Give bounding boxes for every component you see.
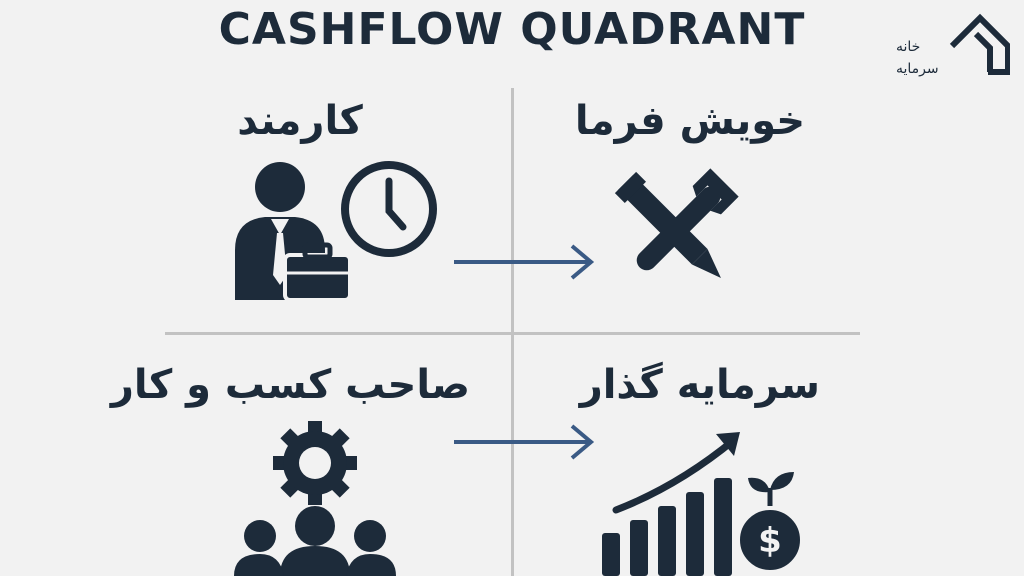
growth-chart-money-icon: $ [602, 432, 804, 576]
quadrant-label-business-owner: صاحب کسب و کار [110, 362, 470, 408]
employee-briefcase-clock-icon [235, 161, 437, 302]
gear-team-icon [234, 421, 396, 576]
arrow-top-icon [454, 244, 595, 280]
horizontal-divider [165, 332, 860, 335]
quadrant-label-employee: کارمند [237, 98, 363, 144]
quadrant-label-self-employed: خویش فرما [574, 98, 806, 144]
svg-text:$: $ [758, 521, 782, 561]
house-logo-icon [949, 13, 1010, 75]
page-title: CASHFLOW QUADRANT [218, 4, 806, 55]
logo-text-line1: خانه [896, 39, 921, 55]
wrench-pen-tools-icon [614, 168, 739, 278]
logo-text-line2: سرمایه [896, 61, 939, 77]
arrow-bottom-icon [454, 424, 595, 460]
quadrant-label-investor: سرمایه گذار [579, 362, 820, 408]
brand-logo: خانه سرمایه [890, 10, 1010, 82]
